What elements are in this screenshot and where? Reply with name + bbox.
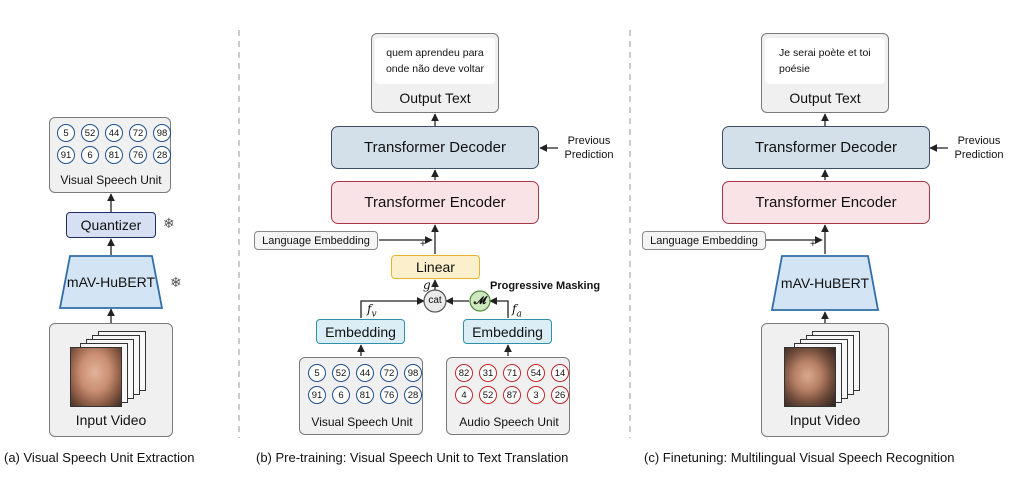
visual-unit: 98	[153, 124, 171, 142]
panel-a-input-video-label: Input Video	[75, 412, 147, 428]
quantizer-box: Quantizer	[66, 212, 156, 238]
panel-b-fv-label: fv	[367, 302, 377, 319]
panel-c-transformer-encoder: Transformer Encoder	[722, 181, 930, 224]
audio-unit: 14	[551, 364, 569, 382]
mask-node	[469, 290, 491, 312]
caption-c: (c) Finetuning: Multilingual Visual Spee…	[644, 450, 955, 465]
audio-unit: 71	[503, 364, 521, 382]
panel-b-mask-symbol: 𝓜	[473, 295, 487, 307]
audio-unit: 82	[455, 364, 473, 382]
visual-unit: 76	[380, 386, 398, 404]
visual-unit: 91	[57, 146, 75, 164]
visual-unit: 81	[356, 386, 374, 404]
fa-f: f	[512, 302, 517, 316]
panel-b-visual-units-label: Visual Speech Unit	[311, 415, 413, 429]
frozen-snowflake-icon: ❄	[163, 215, 175, 231]
panel-b-previous-prediction: Previous Prediction	[564, 135, 614, 161]
fa-sub: a	[516, 309, 522, 320]
visual-unit: 81	[105, 146, 123, 164]
panel-b-embedding-right: Embedding	[463, 319, 552, 344]
audio-unit: 26	[551, 386, 569, 404]
panel-c-output-label: Output Text	[789, 90, 861, 106]
panel-b-visual-units-box: 5 52 44 72 98 91 6 81 76 28 Visual Speec…	[299, 357, 423, 435]
panel-c-mavhubert-label: mAV-HuBERT	[780, 275, 870, 291]
panel-b-embedding-left: Embedding	[316, 319, 405, 344]
panel-b-g-label: g	[423, 278, 431, 292]
panel-b-audio-unit-grid: 82 31 71 54 14 4 52 87 3 26	[455, 364, 571, 404]
panel-b-linear: Linear	[391, 255, 480, 279]
panel-b-output-label: Output Text	[399, 90, 471, 106]
visual-unit: 6	[81, 146, 99, 164]
audio-unit: 52	[479, 386, 497, 404]
panel-b-transformer-encoder: Transformer Encoder	[331, 181, 539, 224]
panel-b-cat-label: cat	[428, 295, 442, 306]
audio-unit: 54	[527, 364, 545, 382]
arrow-b-fa-to-mask	[489, 297, 509, 318]
caption-b: (b) Pre-training: Visual Speech Unit to …	[256, 450, 569, 465]
panel-b-visual-unit-grid: 5 52 44 72 98 91 6 81 76 28	[308, 364, 424, 404]
mavhubert-trapezoid-a	[58, 255, 164, 309]
audio-unit: 87	[503, 386, 521, 404]
visual-unit: 5	[57, 124, 75, 142]
visual-unit: 44	[105, 124, 123, 142]
panel-b-plus-sign: +	[420, 239, 426, 250]
panel-a-units-label: Visual Speech Unit	[60, 173, 162, 187]
cat-node	[423, 289, 447, 313]
mavhubert-trapezoid-c	[770, 255, 880, 311]
visual-unit: 72	[129, 124, 147, 142]
caption-a: (a) Visual Speech Unit Extraction	[4, 450, 195, 465]
arrow-b-fv-to-cat	[360, 297, 425, 318]
audio-unit: 3	[527, 386, 545, 404]
visual-unit: 5	[308, 364, 326, 382]
panel-b-progressive-masking: Progressive Masking	[490, 280, 601, 292]
visual-unit: 98	[404, 364, 422, 382]
visual-unit: 52	[332, 364, 350, 382]
panel-b-fa-label: fa	[512, 302, 522, 319]
panel-c-input-video-label: Input Video	[789, 412, 861, 428]
panel-c-transformer-decoder: Transformer Decoder	[722, 126, 930, 169]
audio-unit: 31	[479, 364, 497, 382]
visual-unit: 28	[153, 146, 171, 164]
panel-b-language-embedding: Language Embedding	[254, 231, 378, 250]
panel-b-transformer-decoder: Transformer Decoder	[331, 126, 539, 169]
panel-b-audio-units-box: 82 31 71 54 14 4 52 87 3 26 Audio Speech…	[446, 357, 570, 435]
fv-f: f	[367, 302, 372, 316]
visual-unit: 91	[308, 386, 326, 404]
panel-a-units-box: 5 52 44 72 98 91 6 81 76 28 Visual Speec…	[49, 117, 171, 193]
visual-unit: 76	[129, 146, 147, 164]
video-frame-face	[70, 347, 122, 407]
panel-c-previous-prediction: Previous Prediction	[954, 135, 1004, 161]
panel-c-output-text: Je serai poète et toi poésie	[765, 38, 885, 84]
panel-a-mavhubert-label: mAV-HuBERT	[66, 274, 156, 290]
visual-unit: 6	[332, 386, 350, 404]
visual-unit: 44	[356, 364, 374, 382]
video-frame-face	[784, 347, 836, 407]
panel-c-plus-sign: +	[810, 239, 816, 250]
frozen-snowflake-icon: ❄	[170, 274, 182, 290]
panel-a-unit-grid: 5 52 44 72 98 91 6 81 76 28	[57, 124, 173, 164]
visual-unit: 52	[81, 124, 99, 142]
visual-unit: 28	[404, 386, 422, 404]
panel-c-language-embedding: Language Embedding	[642, 231, 766, 250]
audio-unit: 4	[455, 386, 473, 404]
fv-sub: v	[371, 309, 377, 320]
panel-b-audio-units-label: Audio Speech Unit	[459, 415, 559, 429]
panel-b-output-text: quem aprendeu para onde não deve voltar	[375, 38, 495, 84]
visual-unit: 72	[380, 364, 398, 382]
